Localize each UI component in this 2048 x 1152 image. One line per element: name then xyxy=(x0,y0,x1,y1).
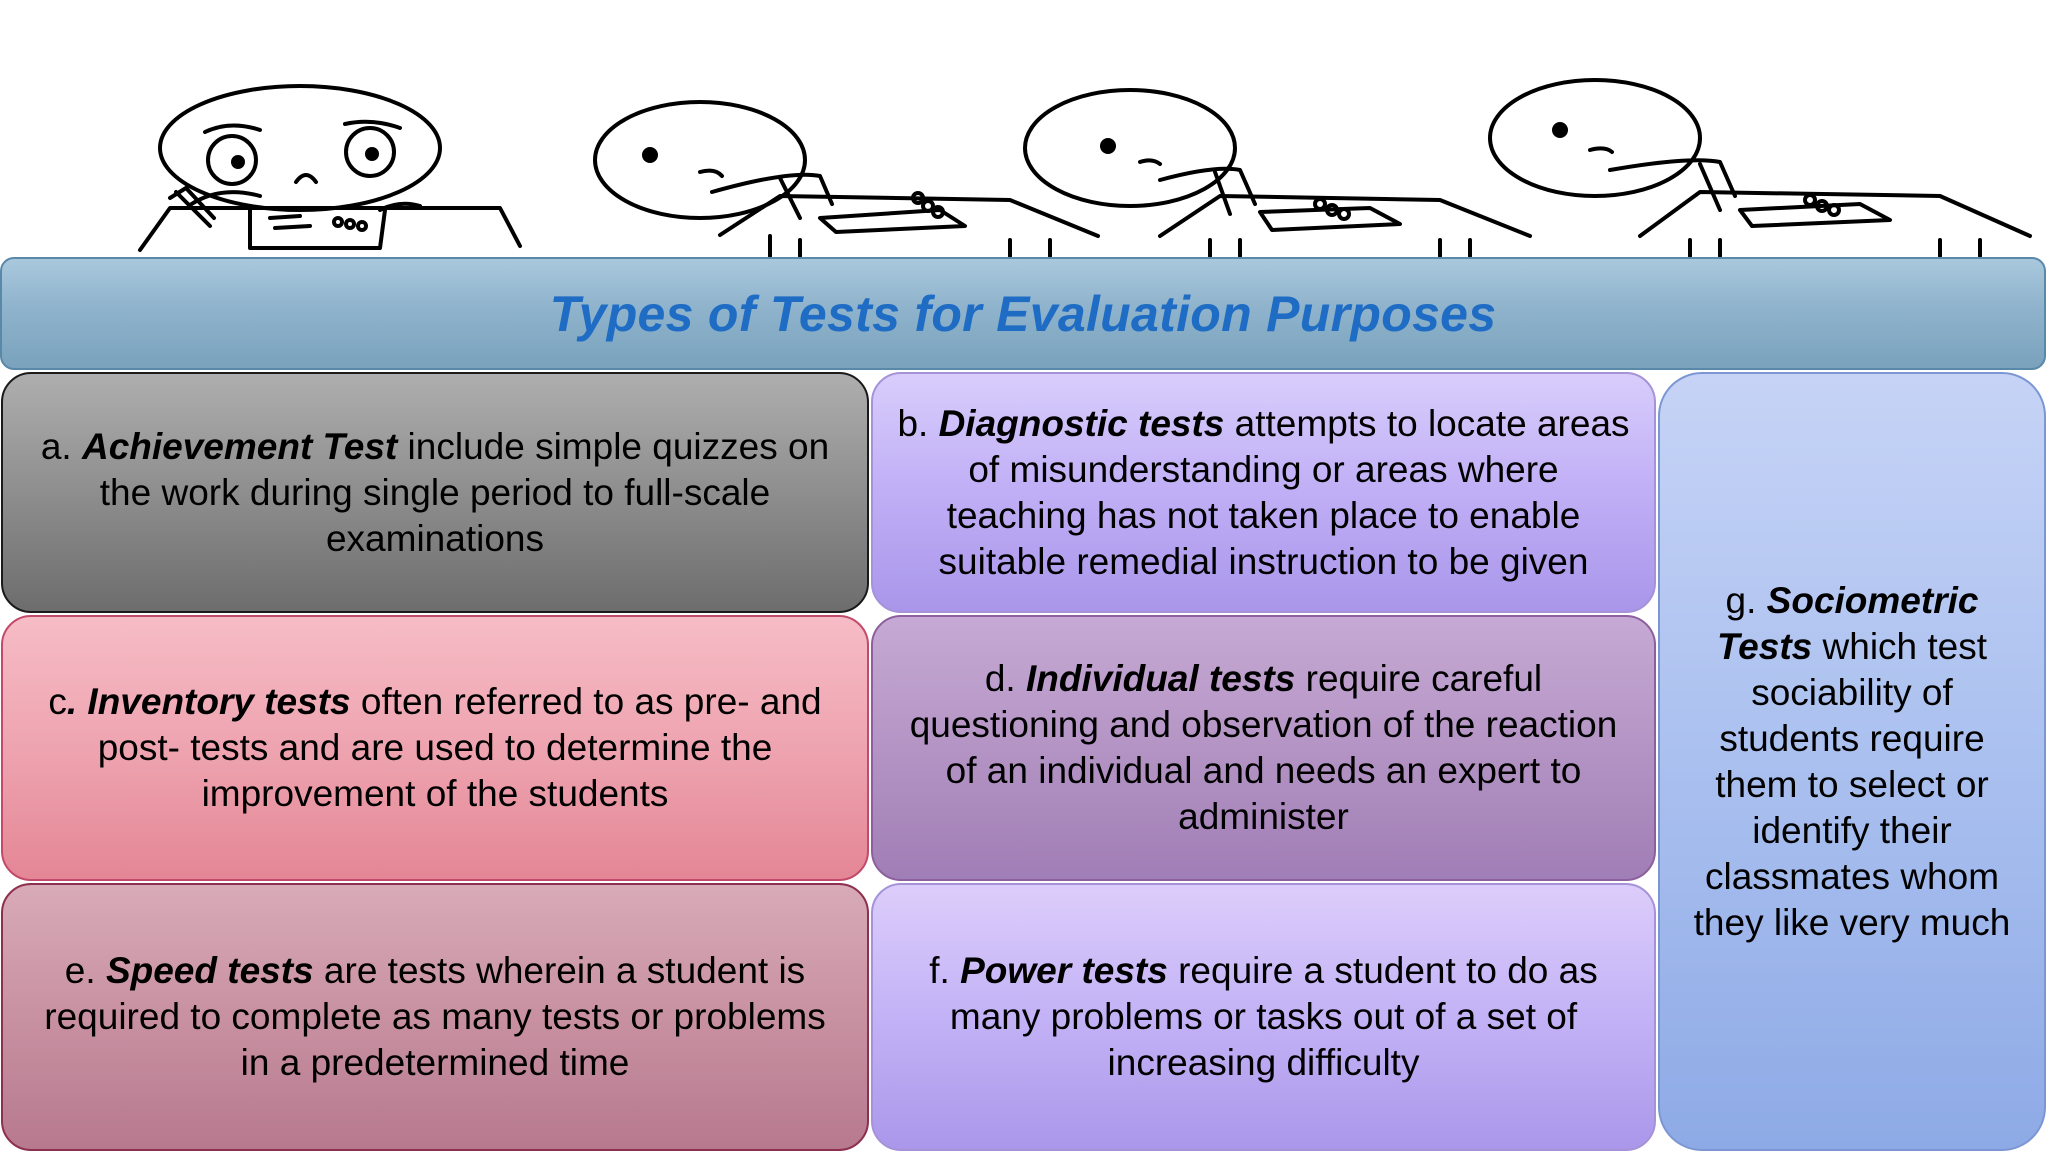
card-g-term: Sociometric Tests xyxy=(1716,579,1979,667)
card-f-description: require a student to do as many problems… xyxy=(949,950,1598,1083)
card-d-prefix: d. xyxy=(984,658,1026,699)
card-a-text: a. Achievement Test include simple quizz… xyxy=(25,424,845,562)
card-e-prefix: e. xyxy=(64,950,106,991)
card-speed-tests: e. Speed tests are tests wherein a stude… xyxy=(1,883,869,1151)
card-diagnostic-tests: b. Diagnostic tests attempts to locate a… xyxy=(871,372,1656,613)
card-c-description: often referred to as pre- and post- test… xyxy=(97,681,822,814)
card-sociometric-tests: g. Sociometric Tests which test sociabil… xyxy=(1658,372,2046,1151)
card-c-text: c. Inventory tests often referred to as … xyxy=(25,679,845,817)
card-g-description: which test sociability of students requi… xyxy=(1693,625,2011,943)
page-title: Types of Tests for Evaluation Purposes xyxy=(549,285,1497,342)
card-inventory-tests: c. Inventory tests often referred to as … xyxy=(1,615,869,881)
card-b-prefix: b. xyxy=(897,402,939,444)
card-b-description: attempts to locate areas of misunderstan… xyxy=(938,402,1630,582)
card-d-description: require careful questioning and observat… xyxy=(909,658,1618,837)
card-achievement-test: a. Achievement Test include simple quizz… xyxy=(1,372,869,613)
card-c-prefix: c xyxy=(48,681,67,722)
card-power-tests: f. Power tests require a student to do a… xyxy=(871,883,1656,1151)
card-e-text: e. Speed tests are tests wherein a stude… xyxy=(25,948,845,1086)
card-b-term: Diagnostic tests xyxy=(938,402,1225,444)
card-d-term: Individual tests xyxy=(1026,658,1296,699)
card-f-term: Power tests xyxy=(960,950,1168,991)
card-individual-tests: d. Individual tests require careful ques… xyxy=(871,615,1656,881)
card-e-description: are tests wherein a student is required … xyxy=(44,950,826,1083)
card-f-prefix: f. xyxy=(929,950,961,991)
students-taking-test-illustration xyxy=(0,0,2048,262)
card-f-text: f. Power tests require a student to do a… xyxy=(895,948,1632,1086)
card-b-text: b. Diagnostic tests attempts to locate a… xyxy=(895,401,1632,585)
card-d-text: d. Individual tests require careful ques… xyxy=(895,656,1632,840)
card-e-term: Speed tests xyxy=(105,950,314,991)
card-c-term: . Inventory tests xyxy=(66,681,351,722)
card-a-description: include simple quizzes on the work durin… xyxy=(99,425,830,559)
title-banner: Types of Tests for Evaluation Purposes xyxy=(0,257,2046,370)
card-a-term: Achievement Test xyxy=(81,425,398,467)
students-taking-test-sketch-icon xyxy=(138,78,2032,258)
card-g-text: g. Sociometric Tests which test sociabil… xyxy=(1678,578,2026,946)
card-g-prefix: g. xyxy=(1725,579,1767,621)
card-a-prefix: a. xyxy=(40,425,82,467)
